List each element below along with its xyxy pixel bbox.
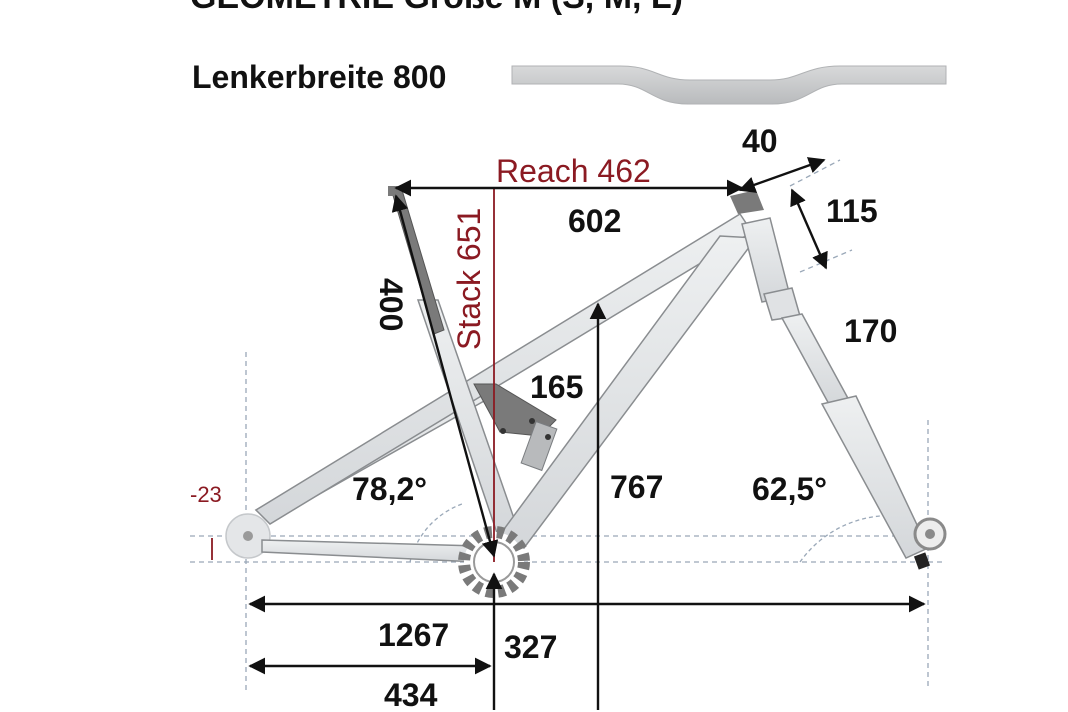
head-angle-arc (799, 515, 881, 563)
handlebar-illustration (511, 65, 947, 105)
seat-tube-label: 400 (373, 278, 409, 331)
down-tube (494, 235, 758, 549)
bb-height-label: 767 (610, 469, 663, 505)
page-title: GEOMETRIE Größe M (S, M, L) (190, 0, 683, 16)
seat-tube-arrow (391, 194, 499, 558)
chainstay-label: 434 (384, 677, 438, 712)
wheelbase-label: 1267 (378, 617, 449, 653)
head-tube-arrow (790, 188, 828, 270)
stem-length-label: 40 (742, 123, 778, 159)
seat-angle-label: 78,2° (352, 471, 427, 507)
stem-arrow (738, 157, 826, 193)
head-tube-fork (730, 190, 931, 570)
top-tube-label: 602 (568, 203, 621, 239)
fork-length-label: 170 (844, 313, 897, 349)
shock-label: 165 (530, 369, 583, 405)
handlebar-width-label: Lenkerbreite 800 (192, 59, 446, 95)
stack-label: Stack 651 (451, 208, 487, 350)
front-axle (913, 517, 947, 551)
reach-label: Reach 462 (496, 153, 651, 189)
guide-lines (190, 159, 945, 690)
head-angle-label: 62,5° (752, 471, 827, 507)
top-tube (254, 212, 754, 525)
chainstay (261, 539, 479, 563)
bb-ground-label: 327 (504, 629, 557, 665)
head-tube-label: 115 (826, 193, 878, 229)
bb-drop-label: -23 (190, 482, 222, 507)
rear-axle (225, 513, 271, 559)
dimension-arrows (248, 157, 926, 710)
